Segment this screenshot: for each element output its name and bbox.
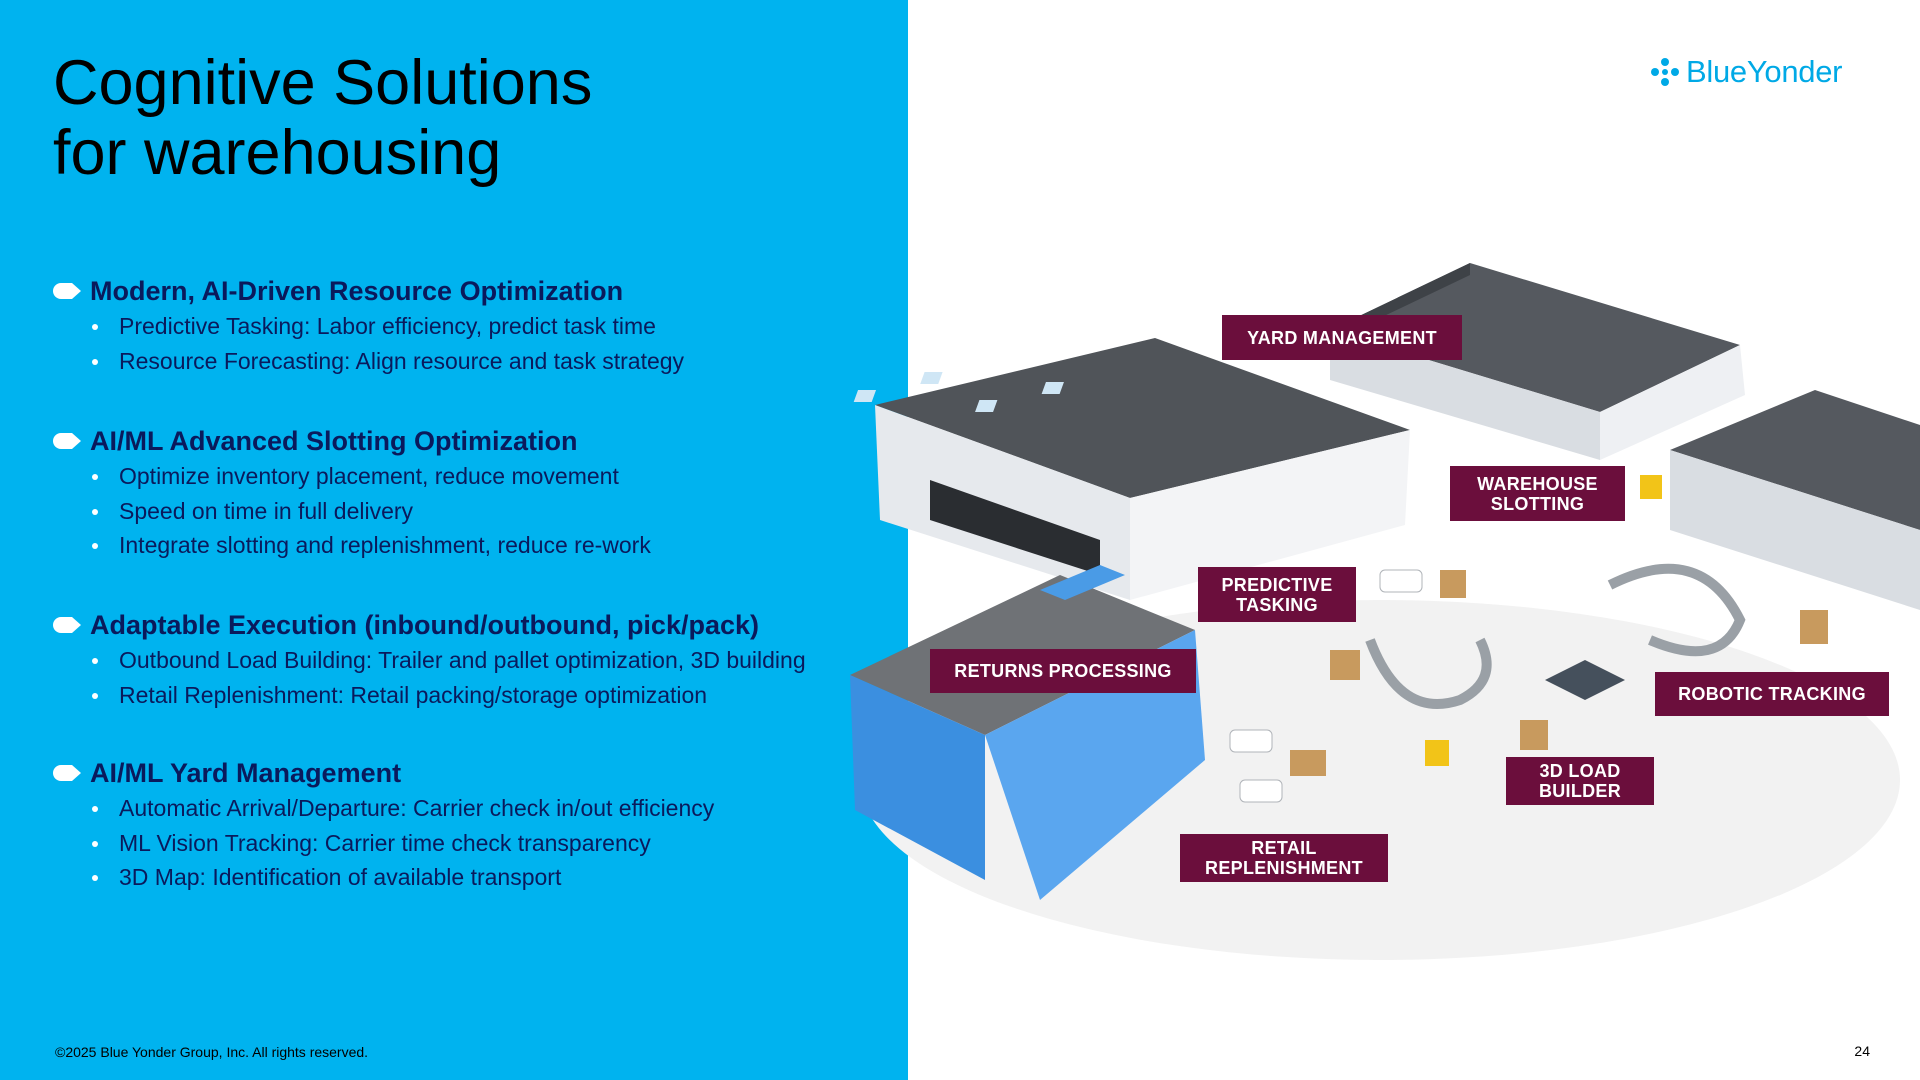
tag-text: RETAIL [1251,838,1317,858]
tag-yard-management: YARD MANAGEMENT [1222,315,1462,360]
list-item: Integrate slotting and replenishment, re… [53,528,651,563]
tag-text: PREDICTIVE [1221,574,1333,595]
tag-text: BUILDER [1538,781,1622,801]
section-adaptable-execution: Adaptable Execution (inbound/outbound, p… [53,607,806,712]
title-line-2: for warehousing [53,118,502,188]
tag-text: TASKING [1236,594,1318,615]
list-item: Resource Forecasting: Align resource and… [53,344,684,379]
box-stack [1330,650,1360,680]
section-heading: Adaptable Execution (inbound/outbound, p… [53,607,806,643]
list-item: Retail Replenishment: Retail packing/sto… [53,678,806,713]
section-heading: AI/ML Yard Management [53,755,714,791]
copyright-footer: ©2025 Blue Yonder Group, Inc. All rights… [55,1044,369,1060]
left-panel [0,0,908,1080]
tag-text: RETURNS PROCESSING [954,661,1172,681]
list-item: Speed on time in full delivery [53,494,651,529]
section-heading-text: Modern, AI-Driven Resource Optimization [90,275,624,306]
bullet-list: Outbound Load Building: Trailer and pall… [53,643,806,712]
section-heading: Modern, AI-Driven Resource Optimization [53,273,684,309]
list-item: Outbound Load Building: Trailer and pall… [53,643,806,678]
bullet-arrow-icon [53,433,81,449]
bullet-arrow-icon [53,617,81,633]
forklift [1425,740,1449,766]
section-heading: AI/ML Advanced Slotting Optimization [53,423,651,459]
bullet-arrow-icon [53,765,81,781]
box-stack [1800,610,1828,644]
tag-text: WAREHOUSE [1477,473,1598,494]
list-item: Predictive Tasking: Labor efficiency, pr… [53,309,684,344]
box-stack [1290,750,1326,776]
tag-3d-load-builder: 3D LOAD BUILDER [1506,757,1654,805]
tag-predictive-tasking: PREDICTIVE TASKING [1198,567,1356,622]
section-yard-management: AI/ML Yard Management Automatic Arrival/… [53,755,714,895]
blue-yonder-logo-icon [1651,58,1679,86]
section-heading-text: Adaptable Execution (inbound/outbound, p… [90,609,760,640]
section-resource-optimization: Modern, AI-Driven Resource Optimization … [53,273,684,378]
section-heading-text: AI/ML Advanced Slotting Optimization [90,425,578,456]
tag-text: 3D LOAD [1539,761,1621,781]
logo-text: BlueYonder [1686,54,1843,89]
box-stack [1520,720,1548,750]
tag-text: REPLENISHMENT [1205,858,1363,878]
bullet-arrow-icon [53,283,81,299]
tag-warehouse-slotting: WAREHOUSE SLOTTING [1450,466,1625,521]
warehouse-right-building [1670,390,1920,610]
conveyor-system [1365,563,1746,709]
bullet-list: Predictive Tasking: Labor efficiency, pr… [53,309,684,378]
bullet-list: Automatic Arrival/Departure: Carrier che… [53,791,714,895]
box-stack [1440,570,1466,598]
van [1239,779,1283,803]
blue-yonder-logo: BlueYonder [1650,54,1842,90]
title-line-1: Cognitive Solutions [53,48,593,118]
forklift [1640,475,1662,499]
list-item: Optimize inventory placement, reduce mov… [53,459,651,494]
tag-returns-processing: RETURNS PROCESSING [930,649,1196,693]
page-title: Cognitive Solutions for warehousing [53,48,592,188]
page-number: 24 [1854,1043,1870,1059]
tag-text: YARD MANAGEMENT [1247,327,1437,348]
list-item: Automatic Arrival/Departure: Carrier che… [53,791,714,826]
load-builder-pad [1545,660,1625,700]
section-heading-text: AI/ML Yard Management [90,757,402,788]
bullet-list: Optimize inventory placement, reduce mov… [53,459,651,563]
list-item: ML Vision Tracking: Carrier time check t… [53,826,714,861]
list-item: 3D Map: Identification of available tran… [53,860,714,895]
tag-text: ROBOTIC TRACKING [1678,684,1866,704]
tag-text: SLOTTING [1490,493,1585,514]
section-slotting-optimization: AI/ML Advanced Slotting Optimization Opt… [53,423,651,563]
tag-retail-replenishment: RETAIL REPLENISHMENT [1180,834,1388,882]
warehouse-main-building [853,338,1410,600]
van [1229,729,1273,753]
tag-robotic-tracking: ROBOTIC TRACKING [1655,672,1889,716]
van [1379,569,1423,593]
